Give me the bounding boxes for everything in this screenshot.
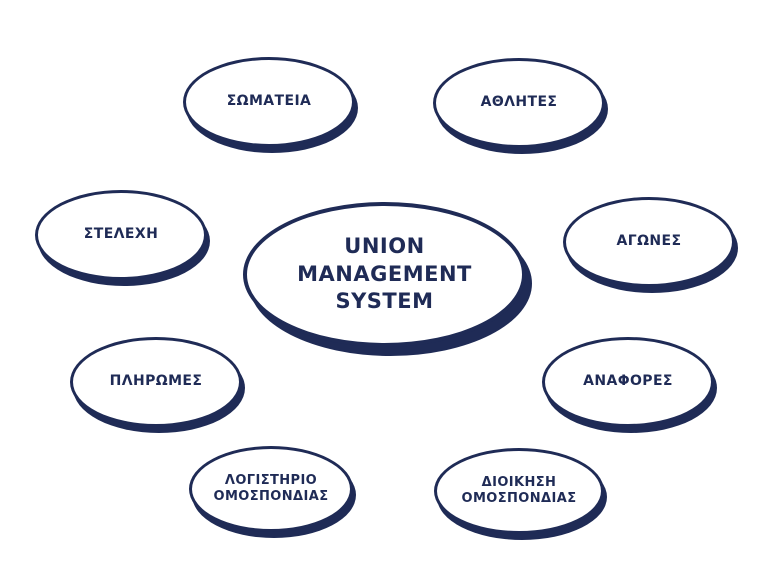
node-stelexi: ΣΤΕΛΕΧΗ — [35, 190, 207, 280]
node-anafores: ΑΝΑΦΟΡΕΣ — [542, 337, 714, 427]
node-label: ΑΓΩΝΕΣ — [616, 233, 682, 250]
node-label: ΠΛΗΡΩΜΕΣ — [109, 373, 203, 390]
node-label: ΑΘΛΗΤΕΣ — [480, 94, 558, 111]
center-node-label: UNION MANAGEMENT SYSTEM — [297, 233, 472, 316]
node-label: ΔΙΟΙΚΗΣΗ ΟΜΟΣΠΟΝΔΙΑΣ — [461, 474, 577, 506]
center-line-3: SYSTEM — [335, 289, 434, 314]
node-athlites: ΑΘΛΗΤΕΣ — [433, 58, 605, 148]
node-label: ΣΤΕΛΕΧΗ — [83, 226, 159, 243]
node-dioikisi-omospondias: ΔΙΟΙΚΗΣΗ ΟΜΟΣΠΟΝΔΙΑΣ — [434, 448, 604, 534]
node-label: ΑΝΑΦΟΡΕΣ — [583, 373, 673, 390]
node-agones: ΑΓΩΝΕΣ — [563, 197, 735, 287]
center-line-1: UNION — [344, 233, 425, 258]
node-somateia: ΣΩΜΑΤΕΙΑ — [183, 57, 355, 147]
node-union-management-system: UNION MANAGEMENT SYSTEM — [243, 202, 526, 347]
center-line-2: MANAGEMENT — [297, 261, 472, 286]
node-label: ΛΟΓΙΣΤΗΡΙΟ ΟΜΟΣΠΟΝΔΙΑΣ — [213, 472, 329, 504]
node-pliromes: ΠΛΗΡΩΜΕΣ — [70, 337, 242, 427]
node-label: ΣΩΜΑΤΕΙΑ — [226, 93, 312, 110]
node-logistirio-omospondias: ΛΟΓΙΣΤΗΡΙΟ ΟΜΟΣΠΟΝΔΙΑΣ — [189, 446, 353, 532]
